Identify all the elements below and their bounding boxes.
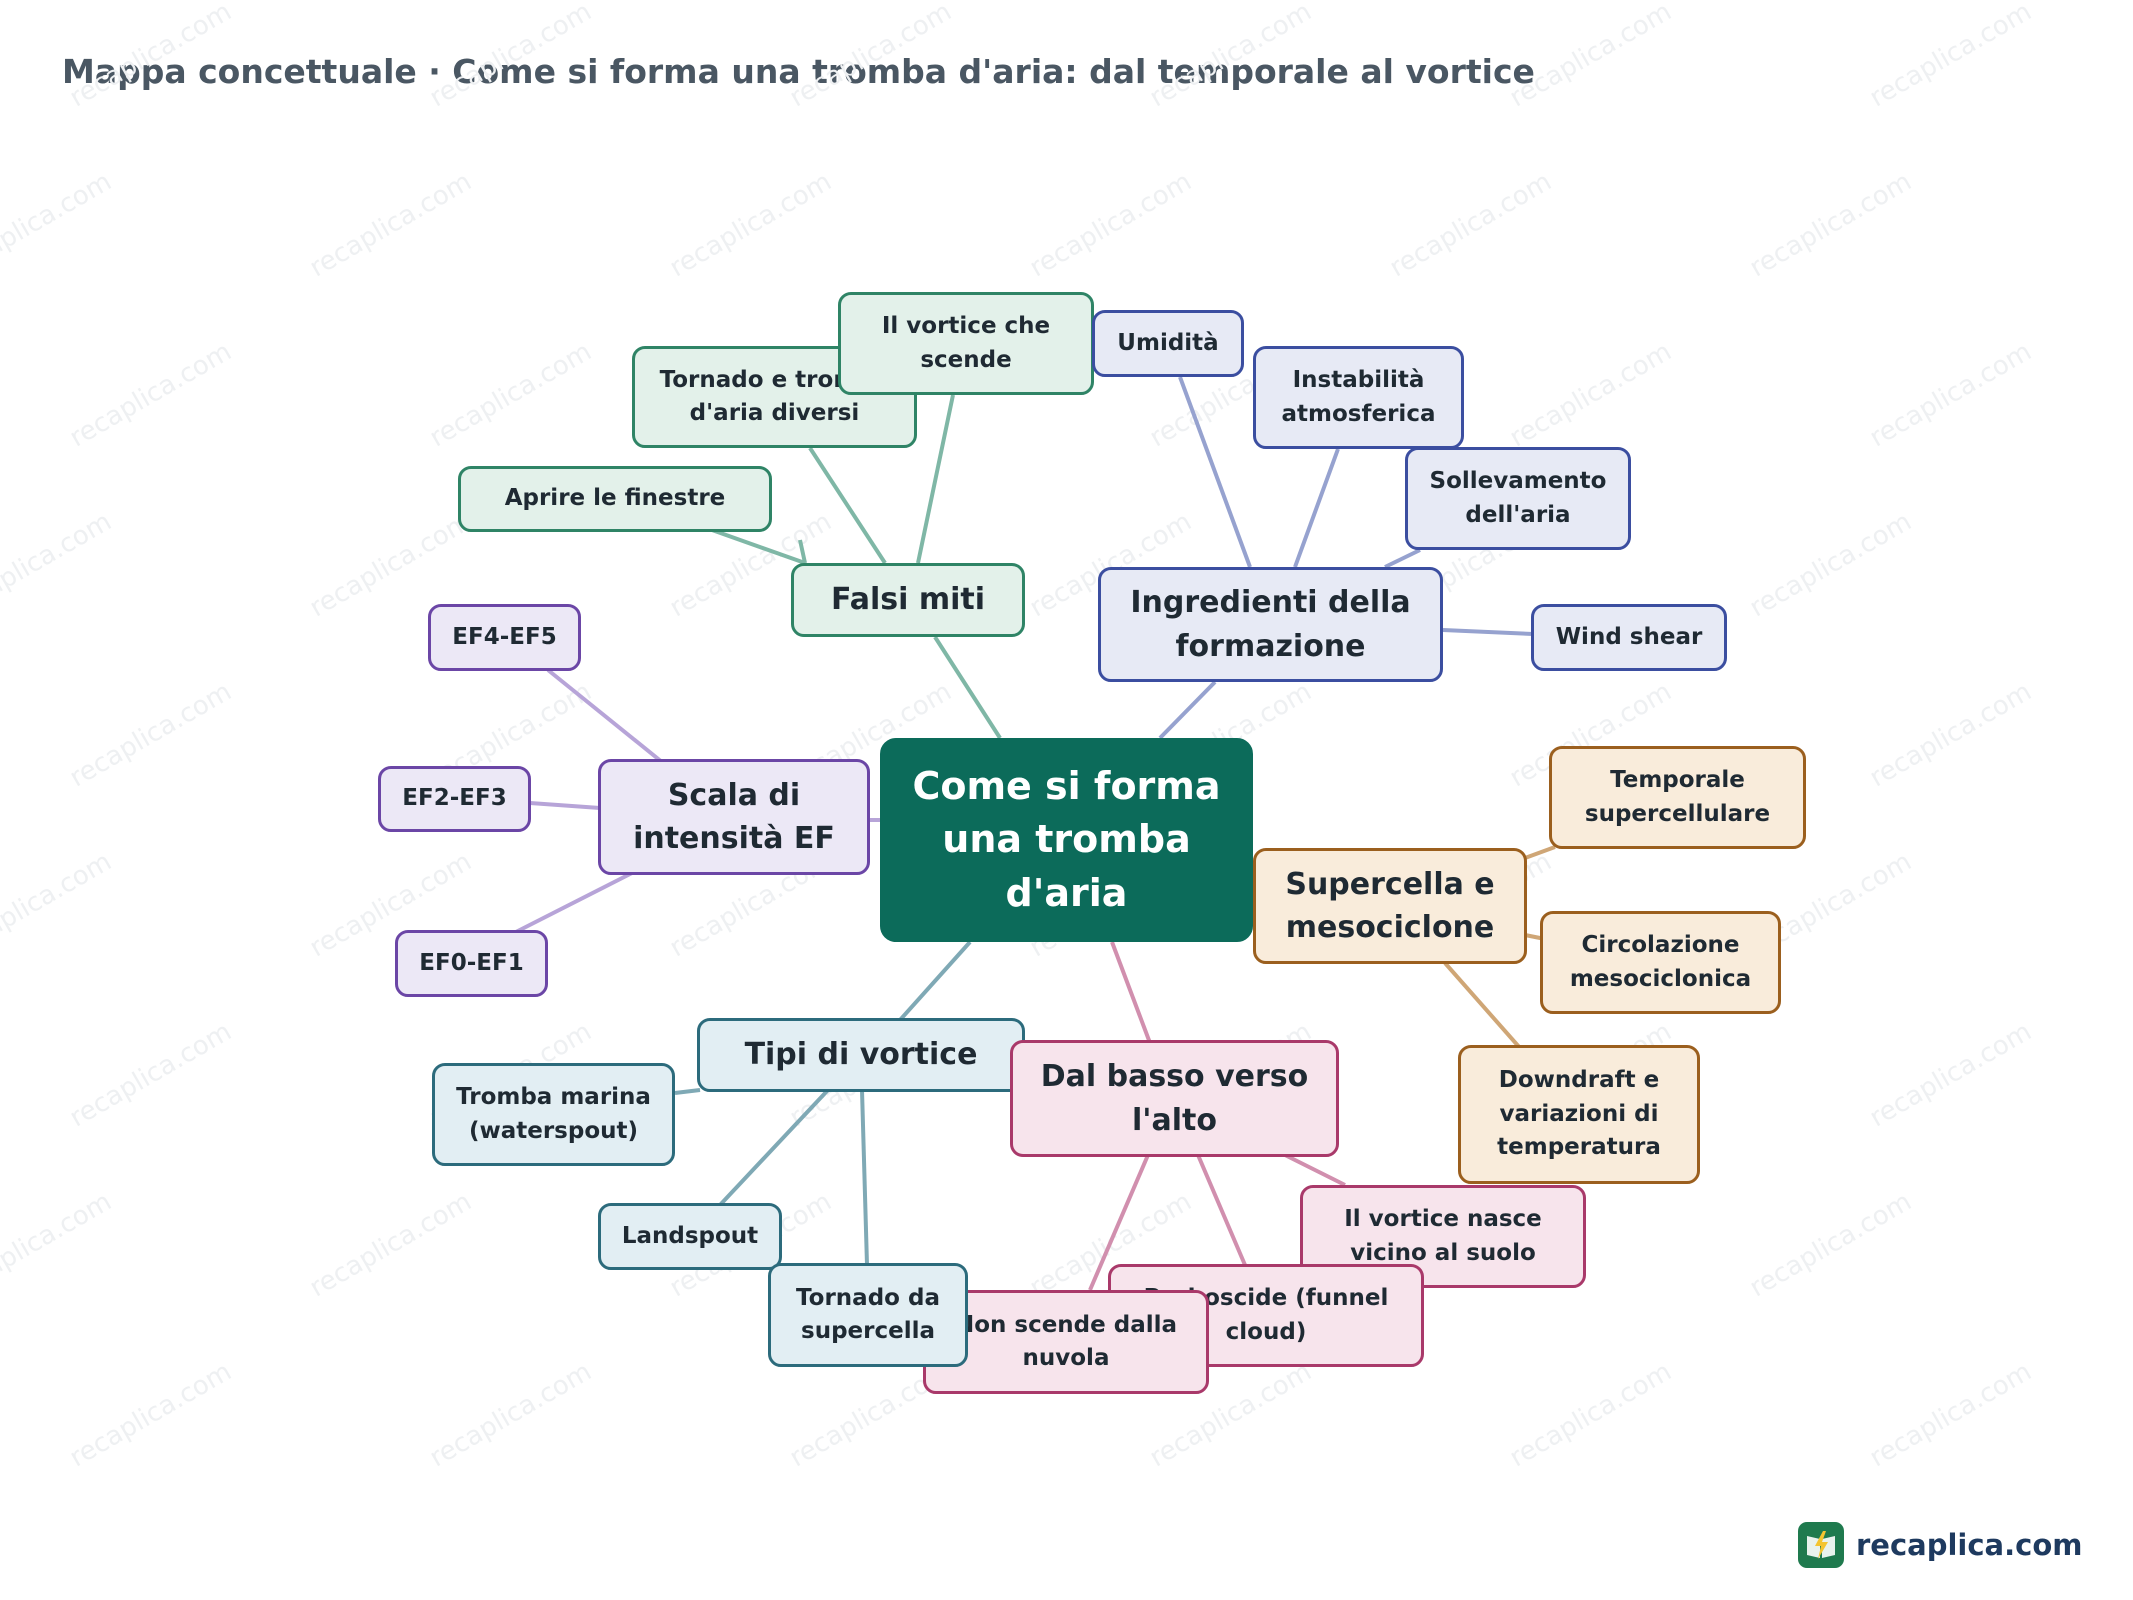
leaf-downdraft[interactable]: Downdraft e variazioni di temperatura bbox=[1458, 1045, 1700, 1184]
edge-ef-01 bbox=[509, 871, 633, 937]
branch-supercella[interactable]: Supercella e mesociclone bbox=[1253, 848, 1527, 964]
edge-ef-45 bbox=[546, 668, 664, 764]
leaf-proboscide[interactable]: Proboscide (funnel cloud) bbox=[1108, 1264, 1424, 1367]
edge-ingr-sollevamento bbox=[1384, 548, 1421, 569]
edge-basso-nonscende bbox=[1088, 1154, 1150, 1291]
edge-falsi-aprire-2 bbox=[711, 528, 806, 565]
edge-ingr-instabilita bbox=[1293, 448, 1340, 568]
edge-falsi-aprire bbox=[798, 539, 807, 564]
leaf-tornado-da-supercella[interactable]: Tornado da supercella bbox=[768, 1263, 968, 1367]
leaf-wind-shear[interactable]: Wind shear bbox=[1531, 604, 1727, 671]
edge-basso-proboscide bbox=[1196, 1154, 1247, 1266]
edge-falsi-tornado bbox=[808, 446, 887, 565]
edge-tipi-supercella bbox=[860, 1089, 869, 1266]
brand-logo[interactable]: recaplica.com bbox=[1798, 1522, 2082, 1568]
leaf-aprire-finestre[interactable]: Aprire le finestre bbox=[458, 466, 772, 532]
branch-tipi-vortice[interactable]: Tipi di vortice bbox=[697, 1018, 1025, 1092]
edge-ef-23 bbox=[529, 801, 601, 810]
edge-tipi-landspout bbox=[718, 1088, 830, 1207]
edge-tipi-tromba bbox=[674, 1088, 701, 1095]
edge-falsi-vortice bbox=[916, 394, 955, 564]
edge-sup-temporale bbox=[1524, 845, 1556, 860]
leaf-temporale-supercellulare[interactable]: Temporale supercellulare bbox=[1549, 746, 1806, 849]
branch-falsi-miti[interactable]: Falsi miti bbox=[791, 563, 1025, 637]
edge-center-tipi bbox=[898, 940, 972, 1022]
page-title: Mappa concettuale · Come si forma una tr… bbox=[62, 52, 1535, 91]
leaf-sollevamento[interactable]: Sollevamento dell'aria bbox=[1405, 447, 1631, 550]
leaf-vortice-che-scende[interactable]: Il vortice che scende bbox=[838, 292, 1094, 395]
branch-scala-ef[interactable]: Scala di intensità EF bbox=[598, 759, 870, 875]
edge-ingr-umidita bbox=[1178, 376, 1252, 568]
leaf-ef2-ef3[interactable]: EF2-EF3 bbox=[378, 766, 531, 832]
leaf-umidita[interactable]: Umidità bbox=[1092, 310, 1244, 377]
leaf-instabilita[interactable]: Instabilità atmosferica bbox=[1253, 346, 1464, 449]
brand-name: recaplica.com bbox=[1856, 1528, 2083, 1562]
branch-basso-verso-alto[interactable]: Dal basso verso l'alto bbox=[1010, 1040, 1339, 1157]
leaf-ef0-ef1[interactable]: EF0-EF1 bbox=[395, 930, 548, 997]
leaf-tromba-marina[interactable]: Tromba marina (waterspout) bbox=[432, 1063, 675, 1166]
central-topic[interactable]: Come si forma una tromba d'aria bbox=[880, 738, 1253, 942]
lightning-book-icon bbox=[1798, 1522, 1844, 1568]
leaf-ef4-ef5[interactable]: EF4-EF5 bbox=[428, 604, 581, 671]
branch-ingredienti[interactable]: Ingredienti della formazione bbox=[1098, 567, 1443, 682]
edge-center-ingredienti bbox=[1158, 680, 1217, 740]
edge-center-basso bbox=[1110, 941, 1152, 1044]
leaf-landspout[interactable]: Landspout bbox=[598, 1203, 782, 1270]
edge-ingr-windshear bbox=[1442, 628, 1534, 636]
edge-sup-downdraft bbox=[1443, 961, 1522, 1050]
edge-center-falsi-miti bbox=[933, 635, 1002, 740]
leaf-circolazione-mesociclonica[interactable]: Circolazione mesociclonica bbox=[1540, 911, 1781, 1014]
edge-basso-nasce bbox=[1284, 1153, 1346, 1187]
